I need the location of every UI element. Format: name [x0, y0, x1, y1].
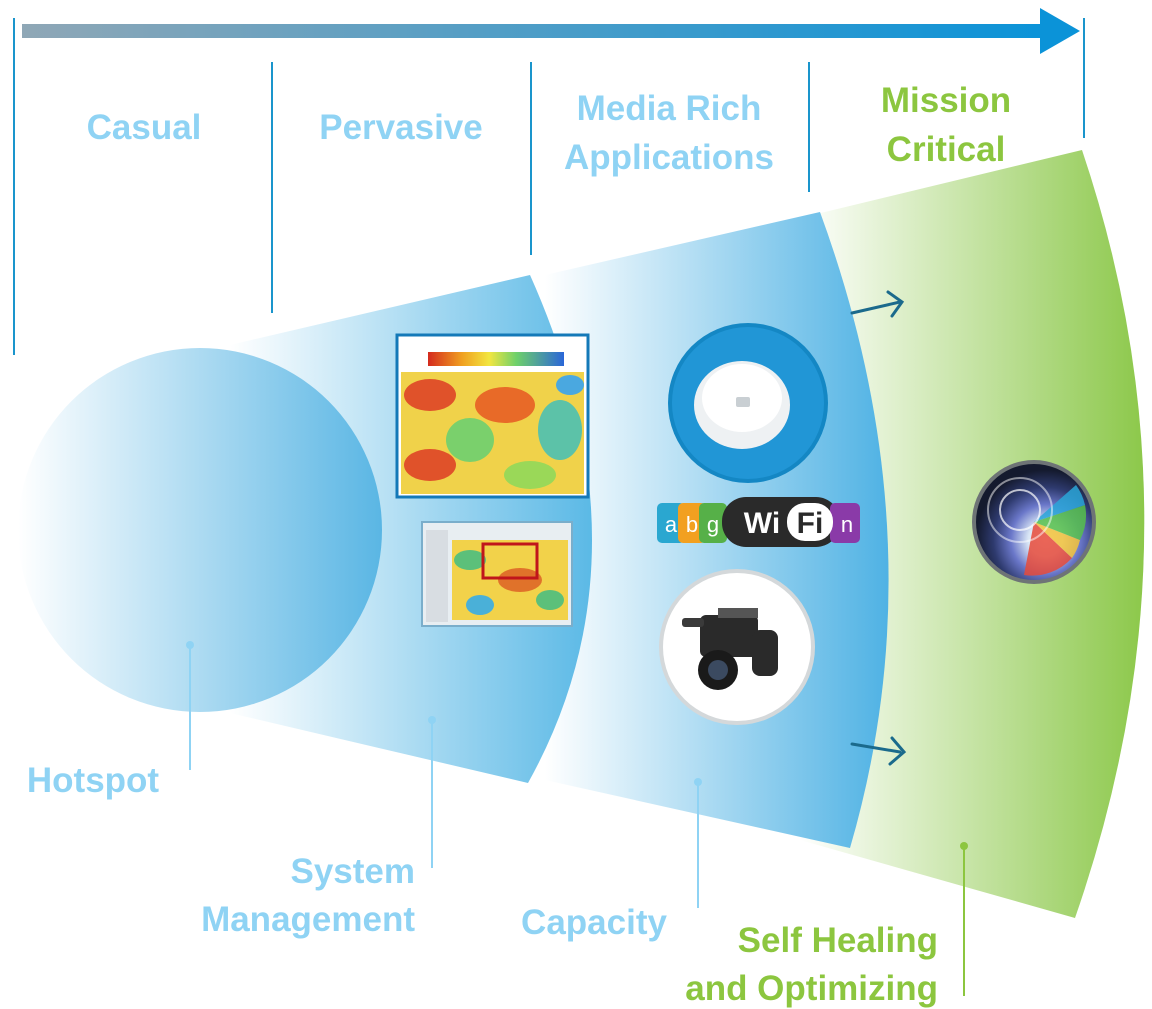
- phase-mission-label: Mission: [881, 81, 1011, 120]
- system-label: System: [290, 852, 415, 891]
- svg-text:a: a: [665, 512, 678, 537]
- phase-media-rich-label: Media Rich: [577, 89, 762, 128]
- phase-applications-label: Applications: [564, 138, 774, 177]
- video-camera-icon: [659, 569, 815, 725]
- and-optimizing-label: and Optimizing: [685, 969, 938, 1008]
- capacity-label: Capacity: [521, 903, 667, 942]
- access-point-icon: [668, 323, 828, 483]
- phase-dividers: [13, 18, 1085, 355]
- callout-lines: [186, 641, 968, 996]
- svg-text:n: n: [841, 512, 853, 537]
- heatmap-image: [395, 333, 590, 499]
- phase-critical-label: Critical: [887, 130, 1006, 169]
- floorplan-screenshot-image: [421, 521, 573, 627]
- growth-arrow-icon: [850, 290, 907, 766]
- svg-text:b: b: [686, 512, 698, 537]
- mission-critical-band: [800, 150, 1145, 918]
- timeline-arrow-icon: [22, 8, 1080, 54]
- self-healing-label: Self Healing: [738, 921, 938, 960]
- management-label: Management: [201, 900, 415, 939]
- phase-casual-label: Casual: [87, 108, 202, 147]
- hotspot-label: Hotspot: [27, 761, 160, 800]
- spectrum-analyzer-icon: [972, 460, 1096, 584]
- svg-text:g: g: [707, 512, 719, 537]
- hotspot-circle: [18, 348, 382, 712]
- svg-text:Fi: Fi: [797, 507, 824, 540]
- wifi-logo-icon: a b g Wi Fi n: [657, 497, 860, 547]
- phase-pervasive-label: Pervasive: [319, 108, 482, 147]
- svg-text:Wi: Wi: [744, 507, 780, 540]
